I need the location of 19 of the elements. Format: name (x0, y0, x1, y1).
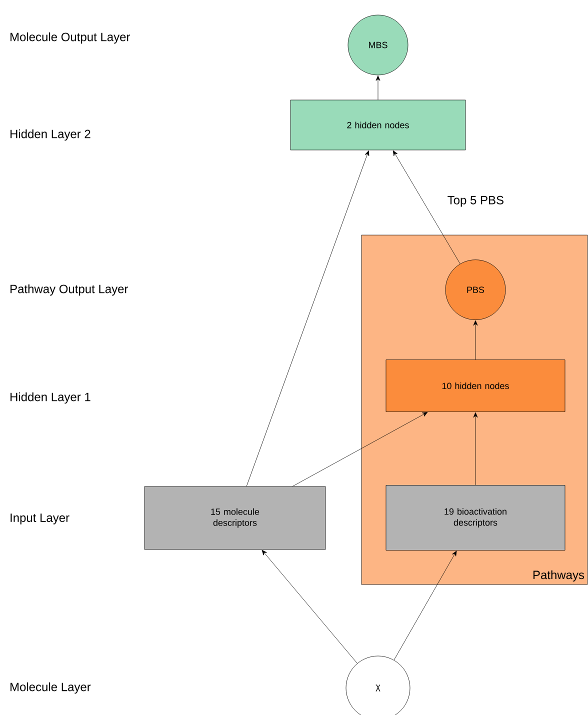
layer-label: Molecule Layer (10, 682, 91, 694)
arrow (262, 550, 358, 664)
layer-label: Hidden Layer 1 (10, 392, 90, 404)
layer-label: Hidden Layer 2 (10, 129, 90, 141)
arrow (292, 412, 428, 486)
arrow (473, 412, 478, 486)
layer-box: 19 bioactivation descriptors (386, 485, 566, 550)
arrow (392, 150, 460, 264)
arrow (376, 76, 380, 100)
layer-box: 2 hidden nodes (290, 100, 466, 150)
layer-label: Pathway Output Layer (10, 284, 128, 296)
layer-label: Input Layer (10, 514, 70, 524)
arrow (473, 320, 478, 360)
layer-box: 15 molecule descriptors (144, 486, 326, 550)
arrow (246, 150, 370, 486)
edge-label: Top 5 PBS (445, 194, 506, 209)
layer-label: Molecule Output Layer (10, 32, 130, 44)
arrow (394, 550, 457, 660)
layer-box: 10 hidden nodes (386, 360, 566, 412)
